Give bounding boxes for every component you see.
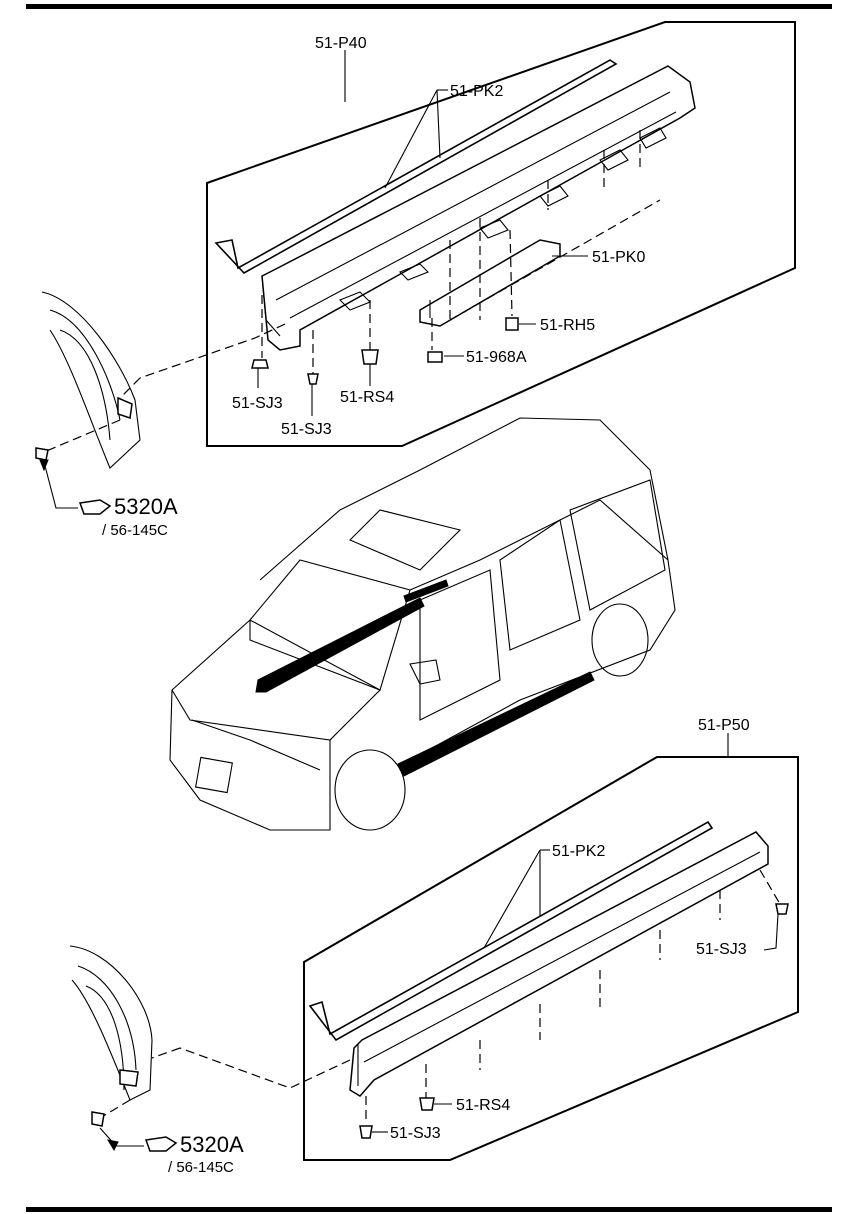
clip-rs4-icon (361, 349, 379, 365)
upper-dashed-leaders (139, 130, 661, 379)
label-51-sj3-bottom: 51-SJ3 (390, 1125, 441, 1142)
label-51-p50: 51-P50 (698, 717, 750, 734)
top-rule (26, 4, 832, 9)
bolt-968a-icon (427, 351, 443, 363)
upper-panel-frame (206, 21, 796, 447)
clip-sj3-mid-icon (307, 373, 319, 385)
lower-ref-page: / 56-145C (168, 1159, 234, 1176)
lower-clip-rs4-icon (419, 1097, 435, 1111)
upper-ref-code: 5320A (114, 494, 178, 519)
lower-clip-sj3-right-icon (775, 903, 789, 915)
label-51-968a: 51-968A (466, 349, 527, 366)
upper-rocker-panel (261, 65, 696, 351)
vehicle-illustration (169, 417, 676, 831)
lower-fender-liner (69, 945, 181, 1152)
upper-ref-page: / 56-145C (102, 522, 168, 539)
label-51-pk0: 51-PK0 (592, 249, 645, 266)
retainer-rh5-icon (505, 317, 519, 331)
hand-pointer-icon (78, 499, 112, 515)
clip-sj3-left-icon (251, 359, 269, 369)
lower-clip-sj3-bottom-icon (359, 1125, 373, 1139)
lower-panel-frame (303, 756, 799, 1161)
upper-fender-liner (35, 291, 141, 509)
label-51-rh5: 51-RH5 (540, 317, 595, 334)
label-51-rs4-upper: 51-RS4 (340, 389, 394, 406)
upper-panel: 51-P40 51-PK2 51-PK0 51-RH5 51-968A 51-S… (139, 21, 796, 447)
label-51-sj3-right: 51-SJ3 (696, 941, 747, 958)
lower-ref-code: 5320A (180, 1132, 244, 1157)
label-51-pk2-upper: 51-PK2 (450, 83, 503, 100)
label-51-sj3-left: 51-SJ3 (232, 395, 283, 412)
bottom-rule (26, 1207, 832, 1212)
label-51-rs4-lower: 51-RS4 (456, 1097, 510, 1114)
lower-panel: 51-P50 51-PK2 51-SJ3 51-RS4 51-SJ3 (179, 717, 799, 1161)
label-51-pk2-lower: 51-PK2 (552, 843, 605, 860)
label-51-sj3-mid: 51-SJ3 (281, 421, 332, 438)
label-51-p40: 51-P40 (315, 35, 367, 52)
hand-pointer-icon-lower (144, 1136, 178, 1152)
upper-bracket-pk0 (419, 239, 561, 327)
upper-molding-strip (214, 59, 618, 275)
